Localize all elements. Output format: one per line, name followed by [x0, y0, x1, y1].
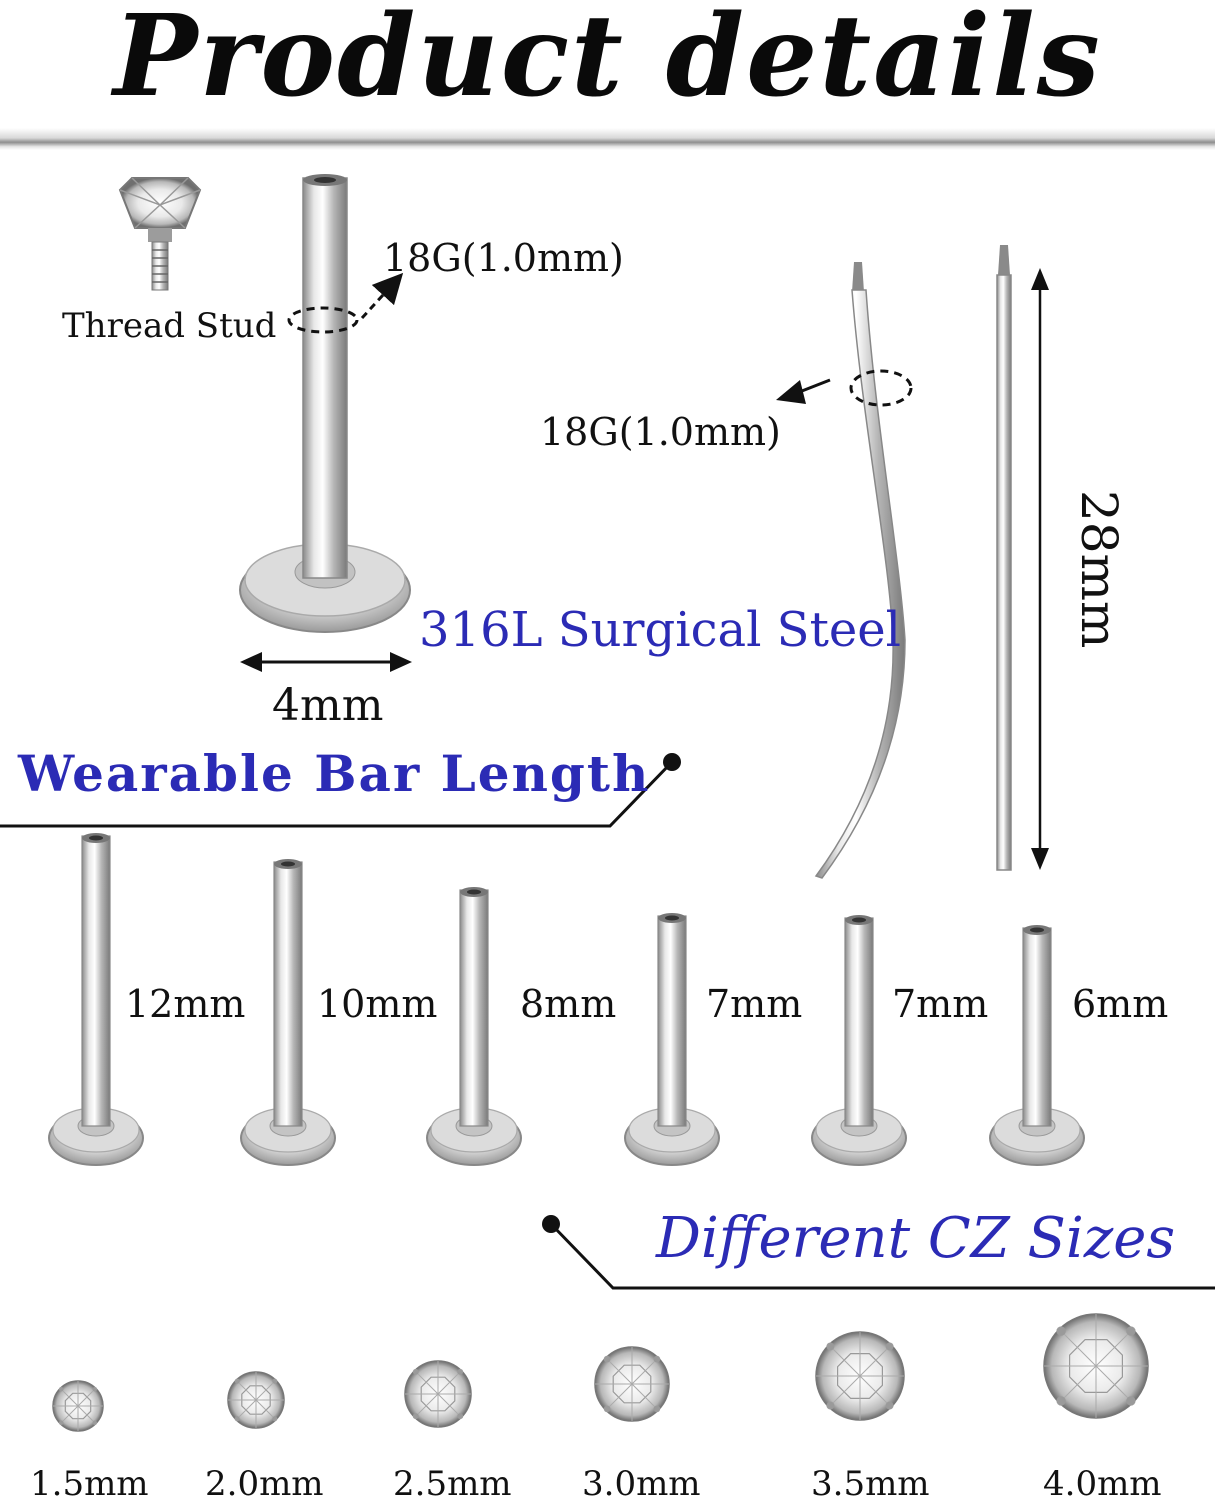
pin-length-arrow	[1031, 268, 1049, 870]
labret-post	[426, 887, 522, 1166]
bar-length-heading: Wearable Bar Length	[18, 744, 651, 803]
bar-length-underline	[0, 753, 681, 828]
bar-length-label: 8mm	[520, 982, 617, 1026]
straight-insertion-pin	[996, 245, 1012, 871]
labret-post	[811, 915, 907, 1166]
cz-size-label: 1.5mm	[30, 1464, 149, 1500]
gauge-arrow-2-head	[776, 380, 806, 404]
cz-gem	[52, 1380, 104, 1432]
material-label: 316L Surgical Steel	[419, 602, 902, 658]
labret-post-main	[239, 174, 411, 633]
labret-post	[624, 913, 720, 1166]
title-divider	[0, 128, 1215, 150]
cz-size-label: 3.0mm	[582, 1464, 701, 1500]
thread-stud-label: Thread Stud	[62, 306, 277, 346]
cz-size-label: 4.0mm	[1043, 1464, 1162, 1500]
gauge-label-1: 18G(1.0mm)	[383, 236, 624, 280]
labret-post	[48, 833, 144, 1166]
bar-length-label: 6mm	[1072, 982, 1169, 1026]
cz-size-label: 2.5mm	[393, 1464, 512, 1500]
bar-length-label: 7mm	[706, 982, 803, 1026]
cz-gem	[815, 1331, 905, 1421]
gauge-marker-2	[849, 369, 913, 407]
cz-gem	[227, 1371, 285, 1429]
cz-gem	[404, 1360, 472, 1428]
curved-insertion-pin	[814, 262, 906, 879]
gauge-marker-1	[287, 306, 359, 334]
cz-size-label: 2.0mm	[205, 1464, 324, 1500]
cz-size-label: 3.5mm	[811, 1464, 930, 1500]
gauge-arrow-1	[360, 272, 404, 320]
gauge-label-2: 18G(1.0mm)	[540, 410, 781, 454]
bar-length-label: 7mm	[892, 982, 989, 1026]
cz-sizes-heading: Different CZ Sizes	[656, 1206, 1176, 1271]
labret-post	[989, 925, 1085, 1166]
cz-gem	[1043, 1313, 1149, 1419]
disc-width-label: 4mm	[272, 680, 384, 731]
page-title: Product details	[113, 0, 1102, 122]
disc-width-arrow	[240, 652, 412, 672]
cz-gem	[594, 1346, 670, 1422]
labret-post	[240, 859, 336, 1166]
pin-length-label: 28mm	[1070, 490, 1128, 649]
bar-length-label: 10mm	[317, 982, 438, 1026]
bar-length-label: 12mm	[125, 982, 246, 1026]
cz-sizes-underline	[542, 1215, 1215, 1290]
thread-stud-image	[118, 177, 202, 291]
